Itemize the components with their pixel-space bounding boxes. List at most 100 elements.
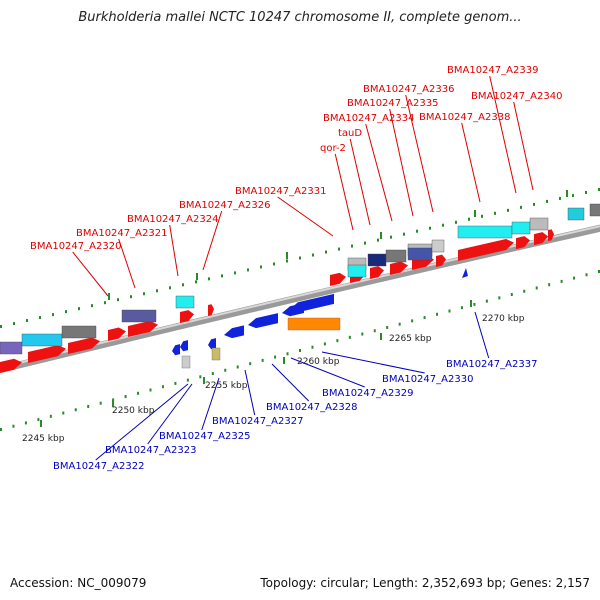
scale-dot-lower: [523, 289, 526, 293]
scale-dot-upper: [65, 310, 67, 314]
scale-dot-lower: [485, 299, 488, 303]
scale-dot-upper: [455, 220, 457, 224]
scale-dot-upper: [468, 217, 470, 221]
tick-label: 2260 kbp: [297, 357, 340, 367]
scale-dot-upper: [234, 271, 236, 275]
scale-dot-upper: [585, 190, 587, 194]
reverse-leader-line: [321, 351, 425, 374]
scale-dot-upper: [559, 196, 561, 200]
scale-dot-upper: [520, 205, 522, 209]
scale-dot-lower: [149, 388, 152, 392]
scale-dot-lower: [249, 362, 252, 366]
scale-dot-upper: [260, 265, 262, 269]
forward-gene-arrow: [370, 266, 384, 280]
scale-dot-lower: [585, 273, 588, 277]
scale-dot-upper: [208, 277, 210, 281]
reverse-leader-line: [95, 383, 189, 461]
reverse-leader-line: [201, 377, 220, 431]
scale-dot-lower: [211, 372, 214, 376]
scale-dot-lower: [386, 325, 389, 329]
forward-leader-line: [461, 122, 481, 203]
scale-dot-lower: [286, 352, 289, 356]
forward-gene-arrow: [208, 304, 214, 317]
scale-dot-lower: [199, 375, 202, 379]
scale-dot-upper: [91, 304, 93, 308]
scale-dot-lower: [423, 316, 426, 320]
scale-dot-upper: [169, 286, 171, 290]
scale-dot-lower: [348, 335, 351, 339]
scale-dot-upper: [247, 268, 249, 272]
leaders-layer: [72, 75, 534, 461]
scale-dot-lower: [74, 408, 77, 412]
scale-dot-upper: [104, 301, 106, 305]
scale-dot-upper: [117, 298, 119, 302]
forward-gene-box: [175, 295, 195, 309]
reverse-gene-box: [211, 347, 221, 361]
scale-dot-lower: [336, 339, 339, 343]
major-tick-upper: [286, 252, 288, 259]
scale-dot-upper: [195, 280, 197, 284]
forward-leader-line: [202, 210, 223, 271]
forward-leader-line: [72, 251, 109, 297]
scale-dot-upper: [26, 319, 28, 323]
reverse-leader-line: [271, 363, 310, 402]
scale-dot-lower: [37, 418, 40, 422]
scale-dot-lower: [236, 365, 239, 369]
scale-dot-lower: [299, 349, 301, 352]
reverse-gene-label: BMA10247_A2330: [382, 374, 473, 385]
gene-labels: BMA10247_A2320BMA10247_A2321BMA10247_A23…: [30, 65, 562, 472]
scale-dot-upper: [325, 250, 327, 254]
forward-gene-arrow: [534, 232, 548, 246]
scale-dot-lower: [498, 296, 501, 300]
reverse-gene-arrow: [290, 293, 334, 313]
major-tick: [112, 400, 114, 407]
scale-dot-lower: [535, 286, 538, 290]
topology-text: Topology: circular; Length: 2,352,693 bp…: [260, 576, 590, 590]
forward-gene-box: [347, 264, 367, 278]
scale-dot-upper: [130, 295, 132, 299]
scale-dot-lower: [49, 414, 52, 418]
accession-text: Accession: NC_009079: [10, 576, 147, 590]
scale-dot-upper: [533, 202, 535, 206]
forward-gene-label: BMA10247_A2335: [347, 98, 438, 109]
scale-dot-upper: [351, 244, 353, 248]
major-tick: [203, 377, 205, 384]
scale-dot-lower: [373, 329, 376, 333]
forward-gene-arrow: [516, 236, 530, 250]
forward-gene-arrow: [180, 310, 194, 324]
major-tick: [380, 333, 382, 340]
scale-dot-lower: [62, 411, 65, 415]
reverse-gene-arrow: [462, 268, 468, 278]
tick-label: 2245 kbp: [22, 434, 65, 444]
forward-gene-label: qor-2: [320, 143, 346, 154]
scale-dot-upper: [52, 313, 54, 317]
scale-dot-lower: [24, 421, 27, 425]
forward-gene-label: BMA10247_A2338: [419, 112, 510, 123]
scale-dot-lower: [137, 391, 140, 395]
reverse-gene-box: [181, 355, 191, 369]
scale-dot-lower: [174, 381, 177, 385]
forward-gene-arrow: [28, 345, 66, 364]
scale-dot-lower: [323, 342, 326, 346]
scale-dot-upper: [598, 188, 600, 191]
scale-dot-lower: [12, 424, 15, 428]
major-tick: [283, 357, 285, 364]
scale-dot-upper: [273, 262, 275, 266]
scale-dot-lower: [224, 368, 227, 372]
scale-dot-upper: [403, 232, 405, 236]
reverse-gene-label: BMA10247_A2327: [212, 416, 303, 427]
reverse-gene-arrow: [224, 325, 244, 339]
scale-dot-upper: [338, 247, 340, 251]
scale-dot-upper: [546, 199, 548, 203]
reverse-gene-arrow: [208, 338, 216, 350]
major-tick-upper: [196, 273, 198, 280]
scale-dot-upper: [286, 259, 288, 263]
scale-dot-lower: [560, 279, 563, 283]
major-tick: [470, 300, 472, 307]
tick-label: 2250 kbp: [112, 406, 155, 416]
scale-dot-lower: [448, 309, 451, 313]
forward-gene-label: BMA10247_A2321: [76, 228, 167, 239]
